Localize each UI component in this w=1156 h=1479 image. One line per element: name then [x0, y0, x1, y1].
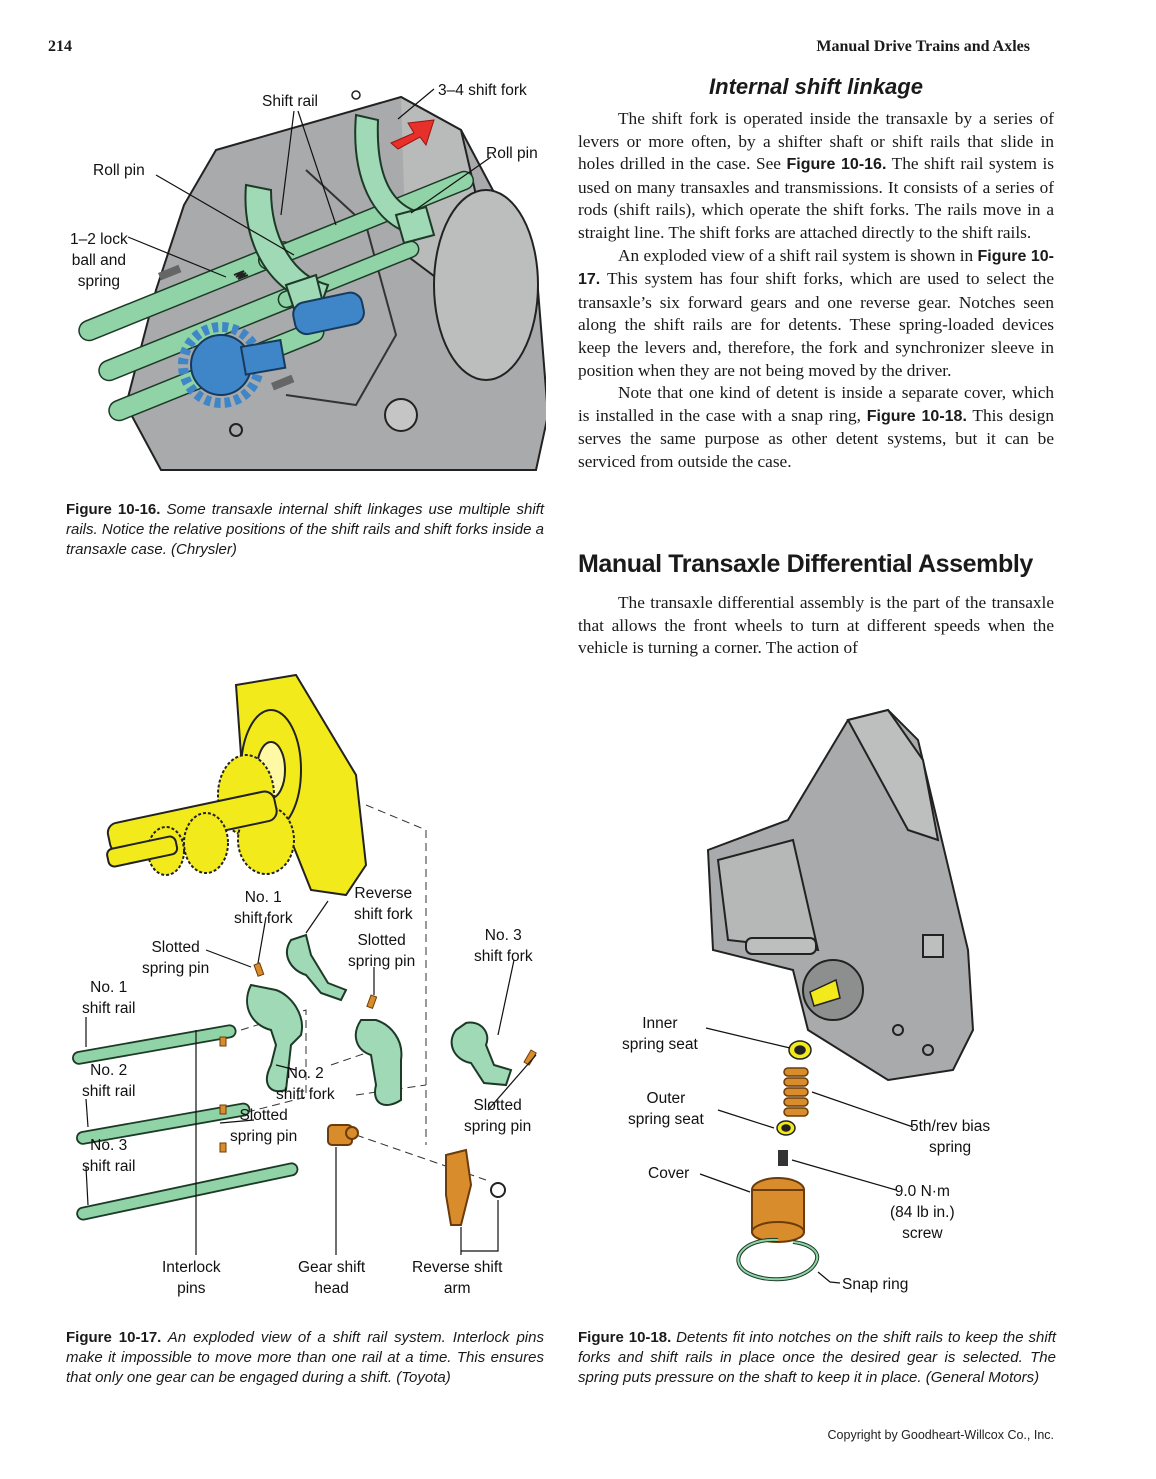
outer-spring-seat-part — [776, 1120, 796, 1136]
fig18-label-snap-ring: Snap ring — [842, 1276, 909, 1293]
fig17-shift-forks — [246, 933, 513, 1106]
fig18-label-cover: Cover — [648, 1165, 690, 1182]
figure-10-18: Inner spring seat Outer spring seat 5th/… — [578, 700, 1068, 1300]
cover-part — [751, 1177, 805, 1243]
p2-fig-ref: Figure 10-17. — [578, 247, 1054, 289]
fig17-label-slotted-spring-pin-a: Slotted spring pin — [142, 939, 210, 977]
inner-spring-seat-part — [788, 1040, 812, 1060]
fig17-label-no2-shift-rail: No. 2 shift rail — [82, 1062, 136, 1100]
copyright-footer: Copyright by Goodheart-Willcox Co., Inc. — [827, 1428, 1054, 1442]
fig17-label-reverse-shift-fork: Reverse shift fork — [354, 885, 413, 923]
yellow-gear-housing — [106, 673, 368, 897]
p3-text-b: This design serves the same purpose as o… — [578, 405, 1055, 471]
fig18-caption-text: Detents fit into notches on the shift ra… — [578, 1329, 1056, 1386]
p2-text-a: An exploded view of a shift rail system … — [618, 245, 978, 265]
internal-linkage-body: The shift fork is operated inside the tr… — [578, 108, 1054, 474]
fig17-shift-rails — [72, 1024, 299, 1221]
fig18-caption-number: Figure 10-18. — [578, 1329, 672, 1346]
fig18-illustration — [699, 708, 975, 1284]
fig17-label-no2-shift-fork: No. 2 shift fork — [276, 1065, 335, 1103]
fig17-label-slotted-spring-pin-c: Slotted spring pin — [230, 1107, 298, 1145]
p1-text-a: The shift fork is operated inside the tr… — [578, 109, 1054, 174]
fig17-label-slotted-spring-pin-b: Slotted spring pin — [348, 932, 416, 970]
fig18-label-screw: 9.0 N·m (84 lb in.) screw — [890, 1183, 955, 1242]
fig18-label-outer-spring-seat: Outer spring seat — [628, 1090, 704, 1128]
screw-part — [778, 1150, 788, 1166]
differential-paragraph-1: The transaxle differential assembly is t… — [578, 593, 1054, 658]
fig16-illustration — [78, 88, 546, 471]
fig16-label-roll-pin-right: Roll pin — [486, 145, 538, 162]
paragraph-1: The shift fork is operated inside the tr… — [578, 108, 1054, 245]
figure-10-16: Shift rail 3–4 shift fork Roll pin Roll … — [66, 75, 546, 485]
fig17-caption-text: An exploded view of a shift rail system.… — [66, 1329, 544, 1386]
figure-10-18-caption: Figure 10-18. Detents fit into notches o… — [578, 1328, 1056, 1388]
fig17-illustration — [72, 673, 537, 1255]
fig17-label-no1-shift-fork: No. 1 shift fork — [234, 889, 293, 927]
transaxle-housing — [706, 708, 975, 1082]
heading-internal-shift-linkage: Internal shift linkage — [709, 74, 923, 99]
p1-text-b: The shift rail system is used on many tr… — [578, 154, 1054, 242]
fig16-label-lock-ball: 1–2 lock ball and spring — [70, 231, 128, 290]
fig17-label-interlock-pins: Interlock pins — [162, 1259, 221, 1297]
fig18-label-inner-spring-seat: Inner spring seat — [622, 1015, 698, 1053]
p2-text-b: This system has four shift forks, which … — [578, 269, 1054, 380]
p3-fig-ref: Figure 10-18. — [866, 407, 967, 425]
figure-10-17-caption: Figure 10-17. An exploded view of a shif… — [66, 1328, 544, 1388]
fig16-label-roll-pin-left: Roll pin — [93, 162, 145, 179]
fig16-caption-number: Figure 10-16. — [66, 501, 161, 518]
gear-shift-head-part — [327, 1124, 359, 1146]
fig16-caption-text: Some transaxle internal shift linkages u… — [66, 501, 544, 558]
fig17-label-no3-shift-rail: No. 3 shift rail — [82, 1137, 136, 1175]
figure-10-16-caption: Figure 10-16. Some transaxle internal sh… — [66, 500, 544, 560]
fig17-label-gear-shift-head: Gear shift head — [298, 1259, 366, 1297]
p1-fig-ref: Figure 10-16. — [786, 156, 887, 174]
heading-differential-assembly: Manual Transaxle Differential Assembly — [578, 550, 1033, 578]
paragraph-3: Note that one kind of detent is inside a… — [578, 382, 1054, 473]
paragraph-2: An exploded view of a shift rail system … — [578, 245, 1054, 383]
running-title: Manual Drive Trains and Axles — [816, 38, 1030, 55]
bias-spring-part — [783, 1067, 809, 1117]
page-number: 214 — [48, 38, 72, 55]
fig18-label-bias-spring: 5th/rev bias spring — [910, 1118, 991, 1156]
fig17-caption-number: Figure 10-17. — [66, 1329, 162, 1346]
red-arrow — [390, 119, 435, 150]
blue-shaft — [292, 291, 365, 336]
figure-10-17: No. 1 shift fork Reverse shift fork Slot… — [66, 665, 556, 1305]
fig17-label-slotted-spring-pin-d: Slotted spring pin — [464, 1097, 532, 1135]
detent-lever — [809, 978, 841, 1007]
blue-gear — [178, 322, 287, 408]
fig16-label-34-shift-fork: 3–4 shift fork — [438, 82, 527, 99]
fig16-label-shift-rail: Shift rail — [262, 93, 318, 110]
fig17-label-no1-shift-rail: No. 1 shift rail — [82, 979, 136, 1017]
fig17-label-no3-shift-fork: No. 3 shift fork — [474, 927, 533, 965]
reverse-shift-arm-part — [445, 1148, 506, 1226]
p3-text-a: Note that one kind of detent is inside a… — [578, 383, 1054, 425]
fig17-label-reverse-shift-arm: Reverse shift arm — [412, 1259, 503, 1297]
differential-body: The transaxle differential assembly is t… — [578, 592, 1054, 660]
